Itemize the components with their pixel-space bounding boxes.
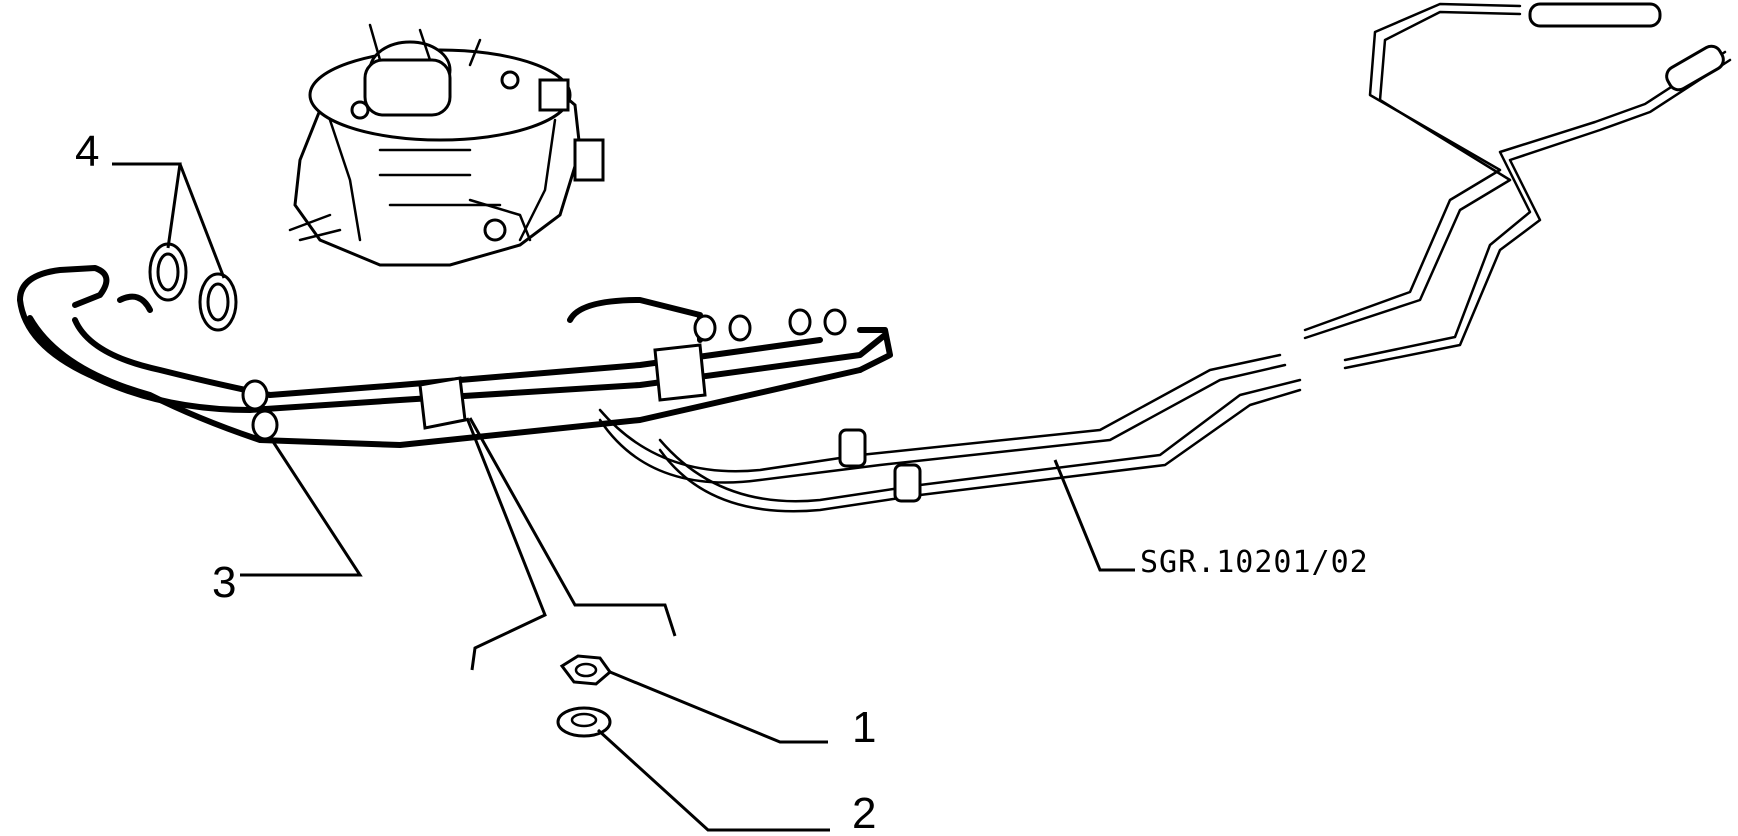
throttle-body-assembly [288, 23, 605, 267]
fuel-pipes [17, 265, 893, 448]
reference-code: SGR.10201/02 [1140, 545, 1369, 580]
callout-1: 1 [852, 703, 876, 752]
fuel-lines-thin [598, 2, 1732, 513]
nut-and-washer [556, 654, 613, 738]
leader-lines [112, 162, 1135, 832]
callout-2: 2 [852, 789, 876, 836]
callout-3: 3 [212, 558, 236, 607]
callout-4: 4 [75, 127, 99, 176]
hose-clamps [148, 242, 238, 332]
